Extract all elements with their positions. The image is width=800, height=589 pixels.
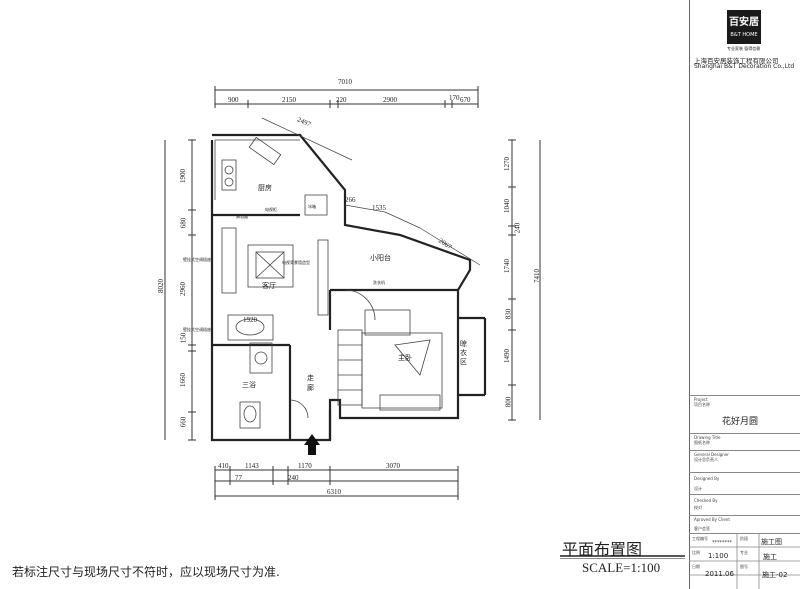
living-room-rug <box>247 244 294 288</box>
tb-stage-label: 阶段 <box>740 536 748 541</box>
dim-left-6: 660 <box>179 416 188 428</box>
dim-right-7: 800 <box>504 396 513 408</box>
dim-left-4: 150 <box>179 332 188 344</box>
room-label-master-bedroom: 主卧 <box>398 354 412 362</box>
tb-general-designer-sub: 设计总负责人 <box>694 457 718 462</box>
dim-top-2: 2150 <box>282 96 296 104</box>
tb-approved-sub: 客户会签 <box>694 526 710 531</box>
tb-date-value: 2011.06 <box>705 570 734 578</box>
annotation-cabinet: 电视柜 <box>265 207 277 212</box>
room-label-kitchen: 厨房 <box>258 184 272 192</box>
tb-status-label: 专业 <box>740 550 748 555</box>
dim-top-1: 900 <box>228 96 239 104</box>
entrance-arrow <box>304 434 320 455</box>
tb-drawing-no-value: 施工-02 <box>762 571 788 579</box>
tb-scale-value: 1:100 <box>708 552 729 560</box>
dim-right-3: 240 <box>513 222 522 234</box>
dim-bottom-3: 1170 <box>298 462 312 470</box>
company-name-en: Shanghai B&T Decoration Co.,Ltd <box>694 63 795 70</box>
tb-date-label: 日期 <box>692 564 700 569</box>
dim-bottom-4: 3070 <box>386 462 400 470</box>
tb-checked-by-sub: 校对 <box>694 505 702 510</box>
room-label-drying-area: 晾衣区 <box>460 340 467 366</box>
dim-bottom-5: 77 <box>235 474 242 482</box>
washbasin <box>249 342 273 374</box>
tb-checked-by-label: Checked By <box>694 498 718 503</box>
dim-inner: 1920 <box>243 316 257 324</box>
dim-bottom-6: 240 <box>288 474 299 482</box>
tv-cabinet <box>317 239 329 316</box>
dim-right-total: 7410 <box>533 269 541 283</box>
stove <box>221 159 237 191</box>
company-name-cn: 上海百安居装饰工程有限公司 <box>694 57 779 65</box>
dim-bottom-2: 1143 <box>245 462 259 470</box>
room-label-corridor: 走廊 <box>307 374 314 392</box>
dim-top-5: 170 <box>449 94 460 102</box>
dining-table <box>227 314 274 341</box>
dim-right-2: 1040 <box>503 199 511 213</box>
tb-drawing-no-label: 图号 <box>740 564 748 569</box>
dim-bottom-total: 6310 <box>327 488 341 496</box>
dim-right-1: 1270 <box>503 157 511 171</box>
footer-note: 若标注尺寸与现场尺寸不符时，应以现场尺寸为准. <box>12 565 280 579</box>
tb-scale-label: 比例 <box>692 550 700 555</box>
dim-left-3: 2960 <box>179 282 187 296</box>
dim-left-total: 8020 <box>157 279 165 293</box>
dim-top-3: 220 <box>336 96 347 104</box>
room-label-small-balcony: 小阳台 <box>370 254 391 262</box>
sofa <box>221 227 237 294</box>
dim-balcony-a: 266 <box>345 196 356 204</box>
company-slogan: 专业家装 值得信赖 <box>727 46 761 51</box>
title-underline <box>560 555 685 559</box>
tb-project-name: 花好月圆 <box>722 417 759 427</box>
dim-right-4: 1740 <box>503 259 511 273</box>
walls <box>210 133 487 442</box>
annotation-socket-1: 壁挂式空调插座 <box>183 257 211 262</box>
plan-scale: SCALE=1:100 <box>582 560 661 575</box>
title-block-grid <box>689 533 800 589</box>
dim-top-4: 2900 <box>383 96 397 104</box>
annotation-fridge: 冰箱 <box>308 204 316 209</box>
dim-left-5: 1660 <box>179 373 187 387</box>
wardrobe <box>337 329 363 406</box>
company-logo: 百安居 B&T HOME <box>727 10 761 44</box>
dim-left-1: 1900 <box>179 169 187 183</box>
dim-right-5: 830 <box>504 308 513 320</box>
annotation-shower: 淋浴器 <box>236 214 248 219</box>
dim-bottom-1: 410 <box>218 462 229 470</box>
dim-top-total: 7010 <box>338 78 352 86</box>
plan-title: 平面布置图 <box>562 540 643 559</box>
tb-general-designer-label: General Designer <box>694 452 729 457</box>
dim-right-6: 1490 <box>503 349 511 363</box>
dimension-line-diagonal <box>261 117 353 161</box>
tb-project-label: Project <box>694 397 708 402</box>
headboard <box>364 309 411 336</box>
annotation-socket-2: 壁挂式空调插座 <box>183 327 211 332</box>
toilet <box>239 401 261 429</box>
tb-work-no-label: 工程编号 <box>692 536 708 541</box>
title-block <box>689 0 800 589</box>
tb-drawing-title-sub: 图纸名称 <box>694 440 710 445</box>
room-label-bathroom: 三浴 <box>242 381 256 389</box>
tb-drawing-title-label: Drawing Title <box>694 435 721 440</box>
annotation-wash: 洗衣机 <box>373 280 385 285</box>
tb-work-no-value: ******** <box>712 540 732 546</box>
tb-designed-by-sub: 设计 <box>694 486 702 491</box>
annotation-tv-wall: 电视背景墙造型 <box>282 260 310 265</box>
tb-stage-value: 施工图 <box>761 538 782 546</box>
tb-approved-label: Aproved By Client <box>694 517 730 522</box>
tb-status-value: 施工 <box>763 553 777 561</box>
dim-left-2: 680 <box>179 217 188 229</box>
dim-balcony-b: 1535 <box>372 204 386 212</box>
room-label-living: 客厅 <box>262 282 276 290</box>
tb-project-sub: 项目名称 <box>694 402 710 407</box>
fridge <box>304 194 328 216</box>
kitchen-sink <box>248 136 282 166</box>
tb-designed-by-label: Designed By <box>694 476 720 481</box>
dim-top-6: 670 <box>460 96 471 104</box>
floor-plan-drawing <box>164 86 541 500</box>
